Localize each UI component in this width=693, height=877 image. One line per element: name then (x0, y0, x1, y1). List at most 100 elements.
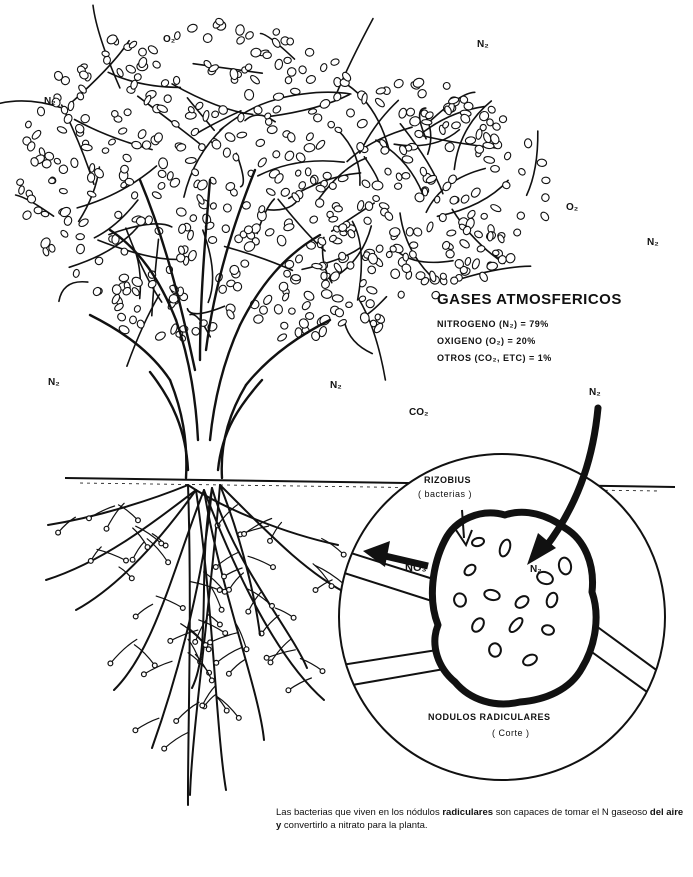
root-nodule (214, 660, 219, 665)
root-hair (58, 517, 75, 532)
root-nodule (341, 552, 346, 557)
leaf (241, 260, 249, 268)
gas-label-o2: O₂ (566, 202, 578, 213)
leaf (53, 157, 61, 165)
leaf (190, 127, 200, 137)
root-nodule (133, 614, 138, 619)
leaf (302, 289, 315, 302)
leaf (314, 197, 325, 208)
root-nodule (162, 746, 167, 751)
leaf (374, 97, 386, 108)
leaf (419, 167, 427, 177)
root-hair (229, 573, 243, 590)
leaf (276, 234, 287, 247)
leaf (492, 250, 499, 256)
leaf (70, 158, 78, 168)
canopy-branch (345, 323, 373, 354)
leaf (18, 185, 25, 194)
leaf (208, 236, 217, 243)
leaf (539, 211, 550, 222)
leaf (288, 308, 295, 315)
root-nodule (104, 526, 109, 531)
leaf (232, 153, 240, 162)
root-nodule (87, 516, 92, 521)
leaf (73, 269, 80, 278)
leaf (490, 165, 499, 172)
root-nodule (286, 688, 291, 693)
leaf (189, 213, 198, 222)
root-nodule (142, 672, 147, 677)
leaf (252, 104, 263, 115)
root-nodule (320, 669, 325, 674)
root-nodule (209, 678, 214, 683)
gas-label-n2: N₂ (477, 39, 489, 50)
root-nodule (159, 541, 164, 546)
leaf (298, 65, 308, 75)
root-nodule (246, 609, 251, 614)
root-hair (147, 539, 168, 563)
root-nodule (136, 518, 141, 523)
leaf (406, 227, 414, 236)
leaf (192, 327, 200, 335)
root-nodule (227, 587, 232, 592)
leaf (372, 195, 380, 203)
leaf (211, 110, 220, 119)
leaf (334, 126, 342, 133)
root-nodule (291, 615, 296, 620)
leaf (301, 300, 312, 311)
leaf (416, 271, 426, 280)
leaf (320, 279, 331, 290)
root-hair (217, 696, 239, 718)
leaf (58, 164, 68, 174)
leaf (102, 147, 109, 153)
caption-text: convertirlo a nitrato para la planta. (281, 820, 427, 831)
leaf (487, 231, 494, 241)
oxygen-percent: OXIGENO (O₂) = 20% (437, 336, 536, 346)
root-nodule (223, 631, 228, 636)
leaf (321, 272, 327, 280)
root-hair (164, 733, 188, 749)
leaf (374, 313, 380, 320)
leaf (502, 181, 512, 190)
canopy-branch (59, 282, 88, 302)
leaf (334, 206, 343, 212)
root-hair (136, 718, 159, 730)
root-nodule (124, 558, 129, 563)
root-nodule (270, 604, 275, 609)
leaf (390, 269, 400, 279)
rhizobium-cell (488, 643, 501, 658)
leaf (262, 294, 273, 306)
leaf (315, 139, 326, 151)
leaf (147, 44, 159, 55)
leaf (426, 221, 434, 232)
leaf (116, 312, 127, 323)
nitrogen-percent: NITROGENO (N₂) = 79% (437, 319, 549, 329)
leaf (304, 143, 316, 153)
root-hair (136, 604, 153, 616)
leaf (305, 312, 314, 319)
root-nodule (203, 643, 208, 648)
leaf (265, 187, 276, 196)
leaf (157, 181, 167, 191)
leaf (123, 108, 132, 116)
leaf (332, 294, 344, 302)
leaf (445, 249, 455, 259)
leaf (305, 168, 311, 176)
leaf (402, 173, 410, 180)
root-nodule (244, 647, 249, 652)
leaf (398, 107, 408, 119)
leaf (224, 131, 237, 143)
leaf (366, 265, 377, 275)
root-nodule (213, 565, 218, 570)
caption-bold: radiculares (442, 807, 493, 818)
leaf (356, 118, 369, 129)
nitrate-label: NO₃ (405, 562, 427, 574)
leaf (319, 63, 328, 73)
leaf (446, 229, 456, 237)
rhizobium-note: ( bacterias ) (418, 489, 472, 499)
leaf (137, 128, 148, 140)
leaf (31, 129, 43, 141)
leaf (194, 101, 204, 111)
leaf (394, 183, 402, 190)
